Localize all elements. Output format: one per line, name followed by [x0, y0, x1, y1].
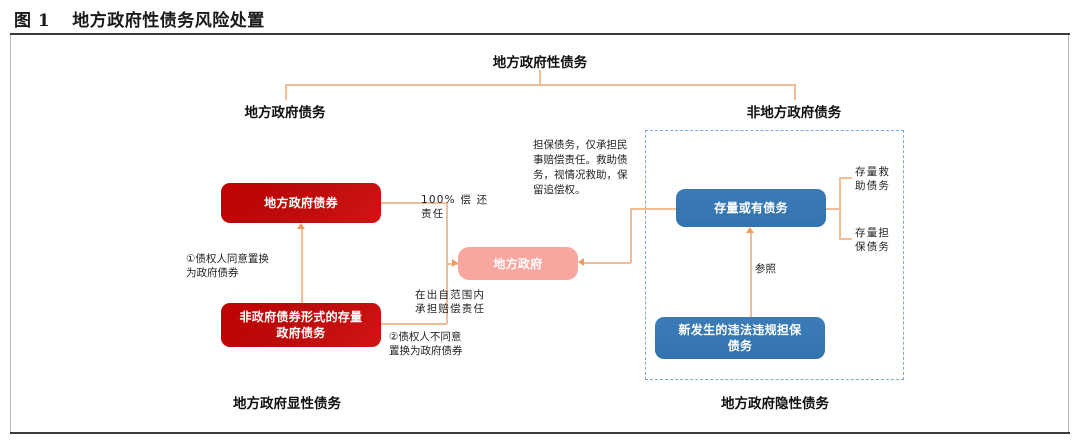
connector-bond-down [446, 202, 448, 264]
node-local-government-label: 地方政府 [493, 256, 543, 271]
figure-number: 图 1 [14, 10, 51, 31]
label-stock-guarantee-debt: 存量担 保债务 [855, 227, 891, 253]
node-local-gov-bond[interactable]: 地方政府债券 [221, 183, 381, 223]
annotation-creditor-agree: ①债权人同意置换 为政府债券 [186, 253, 269, 279]
annotation-repay-100: 100% 偿 还 责任 [421, 194, 489, 220]
arrow-replace-up [297, 223, 305, 229]
connector-bracket-stem [826, 208, 840, 210]
annotation-refer: 参照 [755, 263, 776, 275]
connector-right-drop [794, 84, 796, 100]
header-root-debt: 地方政府性债务 [492, 55, 588, 71]
header-non-local-gov-debt: 非地方政府债务 [746, 105, 842, 121]
connector-contingent-down [630, 208, 632, 263]
footer-implicit-debt: 地方政府隐性债务 [721, 396, 829, 412]
node-stock-contingent-debt-label: 存量或有债务 [714, 201, 788, 215]
implicit-debt-region [645, 130, 904, 380]
header-local-gov-debt: 地方政府债务 [244, 105, 326, 121]
divider-bottom [10, 432, 1070, 434]
connector-contingent-to-gov [584, 262, 631, 264]
figure-caption: 图 1 地方政府性债务风险处置 [14, 4, 1064, 32]
arrow-bond-to-gov [452, 259, 458, 267]
annotation-creditor-disagree: ②债权人不同意 置换为政府债券 [389, 331, 463, 357]
node-new-illegal-guarantee-debt-label: 新发生的违法违规担保 债务 [678, 323, 802, 353]
page-title: 地方政府性债务风险处置 [72, 10, 265, 31]
arrow-refer-up [746, 227, 754, 233]
connector-contingent-left [630, 208, 676, 210]
connector-bond-right [381, 202, 447, 204]
connector-root-stem [539, 70, 541, 84]
node-non-bond-stock-debt[interactable]: 非政府债券形式的存量 政府债务 [221, 303, 381, 347]
connector-replace-vertical [301, 229, 303, 303]
connector-refer-vertical [750, 233, 752, 317]
connector-bracket-bottom [839, 238, 852, 240]
connector-stockdebt-right [381, 323, 447, 325]
annotation-liability-scope: 在出自范围内 承担赔偿责任 [415, 289, 486, 315]
frame-border-left [10, 35, 11, 432]
footer-explicit-debt: 地方政府显性债务 [233, 396, 341, 412]
node-non-bond-stock-debt-label: 非政府债券形式的存量 政府债务 [239, 310, 363, 340]
label-stock-rescue-debt: 存量救 助债务 [855, 166, 891, 192]
node-stock-contingent-debt[interactable]: 存量或有债务 [676, 189, 826, 227]
arrow-contingent-to-gov [578, 258, 584, 266]
node-new-illegal-guarantee-debt[interactable]: 新发生的违法违规担保 债务 [655, 317, 825, 359]
frame-border-right [1068, 35, 1069, 432]
connector-left-drop [285, 84, 287, 100]
connector-bracket-spine [839, 177, 841, 239]
connector-stockdebt-up [446, 263, 448, 324]
node-local-gov-bond-label: 地方政府债券 [264, 196, 338, 210]
connector-bracket-top [839, 177, 852, 179]
divider-top [10, 33, 1070, 35]
node-local-government[interactable]: 地方政府 [458, 247, 578, 280]
connector-root-bar [285, 84, 795, 86]
annotation-guarantee-note: 担保债务，仅承担民 事赔偿责任。救助债 务，视情况救助，保 留追偿权。 [533, 139, 628, 196]
